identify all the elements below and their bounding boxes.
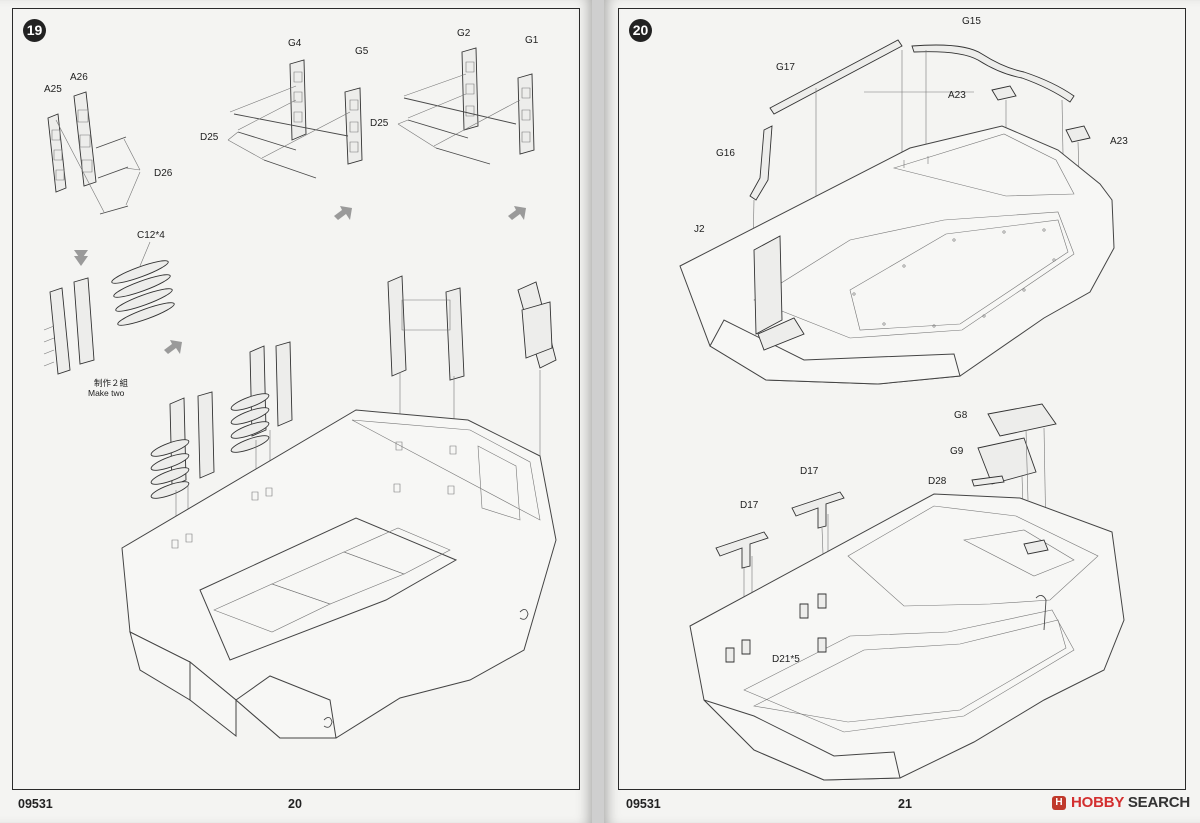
racks-above-hull (149, 276, 556, 540)
hull-step-19 (122, 410, 556, 738)
hull-j2 (680, 126, 1114, 384)
label-d17-a: D17 (740, 500, 759, 511)
label-d26: D26 (154, 168, 173, 179)
rack-group-g2-g1 (398, 48, 534, 164)
label-make-two-jp: 制作２組 (94, 378, 129, 388)
rails-g15-g17 (770, 40, 1074, 214)
page-number-right: 21 (898, 797, 912, 811)
label-g8: G8 (954, 410, 968, 421)
label-g5: G5 (355, 46, 369, 57)
page-number-left: 20 (288, 797, 302, 811)
label-d17-b: D17 (800, 466, 819, 477)
arrow-icon-1 (334, 206, 352, 220)
footer-code-right: 09531 (626, 797, 661, 811)
label-g4: G4 (288, 38, 302, 49)
hobbysearch-logo-icon: H (1051, 795, 1066, 810)
label-g16: G16 (716, 148, 735, 159)
label-c12: C12*4 (137, 230, 165, 241)
page-left: 19 (0, 0, 592, 823)
arrow-icon-2 (508, 206, 526, 220)
label-d28: D28 (928, 476, 947, 487)
label-j2: J2 (694, 224, 705, 235)
label-g15: G15 (962, 16, 981, 27)
step-19-drawing (0, 0, 592, 823)
label-a25: A25 (44, 84, 62, 95)
rack-group-g4-g5 (228, 60, 362, 178)
label-g9: G9 (950, 446, 964, 457)
part-g16 (750, 126, 772, 200)
step-badge-19: 19 (23, 19, 46, 42)
page-right: 20 (604, 0, 1200, 823)
footer-code-left: 09531 (18, 797, 53, 811)
rack-group-a25-a26 (48, 92, 140, 214)
label-d25-a: D25 (200, 132, 219, 143)
label-a23-b: A23 (1110, 136, 1128, 147)
label-d25-b: D25 (370, 118, 389, 129)
hull-step-20-lower (690, 494, 1124, 780)
shell-rack-c12 (44, 242, 176, 374)
watermark-text: HOBBY SEARCH (1070, 794, 1190, 811)
label-g17: G17 (776, 62, 795, 73)
step-20-drawing (604, 0, 1200, 823)
page-frame: 19 (12, 8, 580, 790)
part-a23-a (992, 86, 1016, 100)
label-g1: G1 (525, 35, 539, 46)
hobbysearch-watermark: H HOBBY SEARCH (1051, 794, 1190, 811)
arrow-icon-3 (164, 340, 182, 354)
label-d21: D21*5 (772, 654, 800, 665)
label-make-two-en: Make two (88, 388, 125, 398)
page-frame: 20 (618, 8, 1186, 790)
label-a23-a: A23 (948, 90, 966, 101)
label-g2: G2 (457, 28, 471, 39)
label-a26: A26 (70, 72, 88, 83)
part-a23-b (1066, 126, 1090, 142)
step-badge-20: 20 (629, 19, 652, 42)
